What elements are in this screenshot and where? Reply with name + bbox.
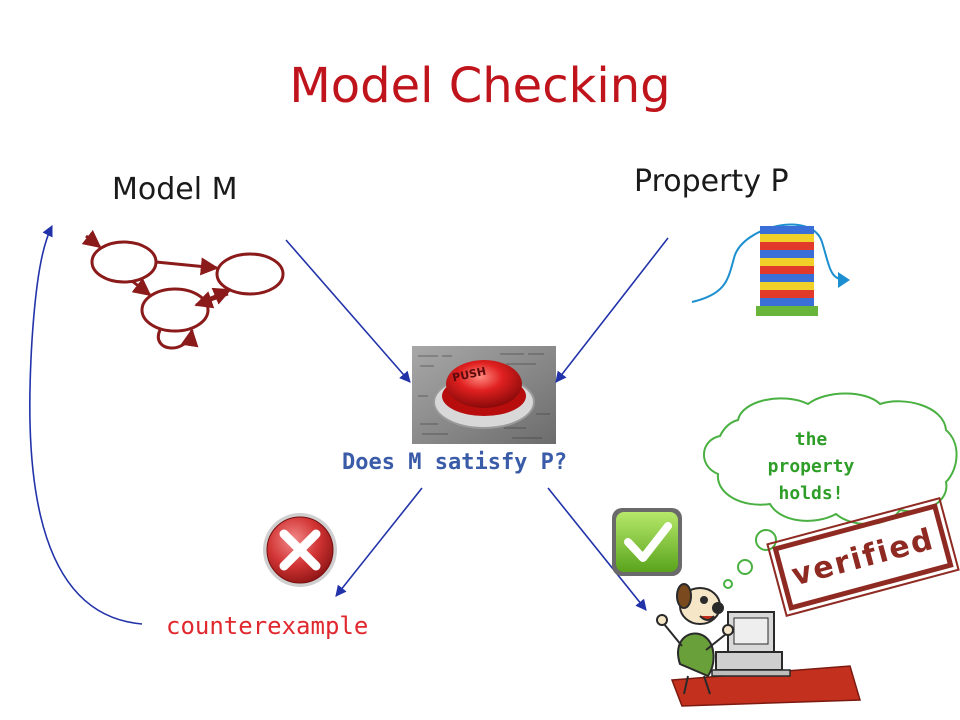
thought-bubble bbox=[703, 392, 958, 589]
thought-line-2: property bbox=[767, 456, 855, 477]
arrow-model-to-checker bbox=[285, 239, 411, 383]
character-ear bbox=[676, 583, 692, 609]
formula-scribbles bbox=[418, 353, 550, 439]
character-eye bbox=[700, 596, 708, 604]
self-loop-3 bbox=[156, 328, 199, 350]
push-button-icon[interactable]: PUSH bbox=[412, 346, 556, 444]
state-node-1 bbox=[90, 240, 158, 284]
arrow-to-verified bbox=[547, 487, 647, 611]
thought-line-1: the bbox=[794, 429, 828, 450]
character-nose bbox=[712, 602, 724, 614]
character-fist-left bbox=[656, 614, 668, 626]
state-node-2 bbox=[215, 252, 285, 296]
thought-dot-1 bbox=[755, 529, 777, 551]
thought-line-3: holds! bbox=[778, 483, 844, 504]
arrow-property-to-checker bbox=[555, 237, 669, 383]
thought-dot-2 bbox=[737, 559, 753, 575]
computer bbox=[711, 611, 791, 677]
model-graph-icon bbox=[81, 229, 285, 350]
thought-bubble-text: the property holds! bbox=[752, 426, 870, 507]
character-arm-right bbox=[705, 633, 727, 651]
character-fist-right bbox=[722, 624, 734, 636]
thought-cloud bbox=[703, 392, 958, 526]
character-body bbox=[677, 632, 715, 678]
transition-1-2 bbox=[155, 257, 219, 276]
character-arm-left bbox=[663, 623, 683, 647]
happy-programmer-icon bbox=[656, 583, 861, 707]
character bbox=[656, 583, 734, 695]
initial-arrow bbox=[81, 229, 102, 249]
arrow-to-counterexample bbox=[335, 487, 423, 597]
pass-check-icon bbox=[612, 508, 682, 576]
block-stack bbox=[756, 226, 818, 316]
arrow-counterexample-feedback bbox=[29, 224, 143, 625]
counterexample-label: counterexample bbox=[166, 612, 369, 640]
slide-title: Model Checking bbox=[289, 58, 671, 114]
button-cap bbox=[446, 360, 522, 408]
transition-1-3 bbox=[131, 277, 152, 297]
model-label: Model M bbox=[112, 172, 238, 207]
thought-dot-3 bbox=[723, 579, 733, 589]
state-node-3 bbox=[140, 287, 210, 333]
property-label: Property P bbox=[634, 164, 789, 199]
property-curve-arrowhead bbox=[838, 272, 850, 288]
question-text: Does M satisfy P? bbox=[342, 450, 568, 475]
property-tower-icon bbox=[691, 223, 850, 316]
character-legs bbox=[683, 675, 711, 695]
character-mouth bbox=[699, 615, 715, 621]
transition-2-3 bbox=[194, 291, 229, 309]
fail-x-icon bbox=[263, 513, 337, 587]
